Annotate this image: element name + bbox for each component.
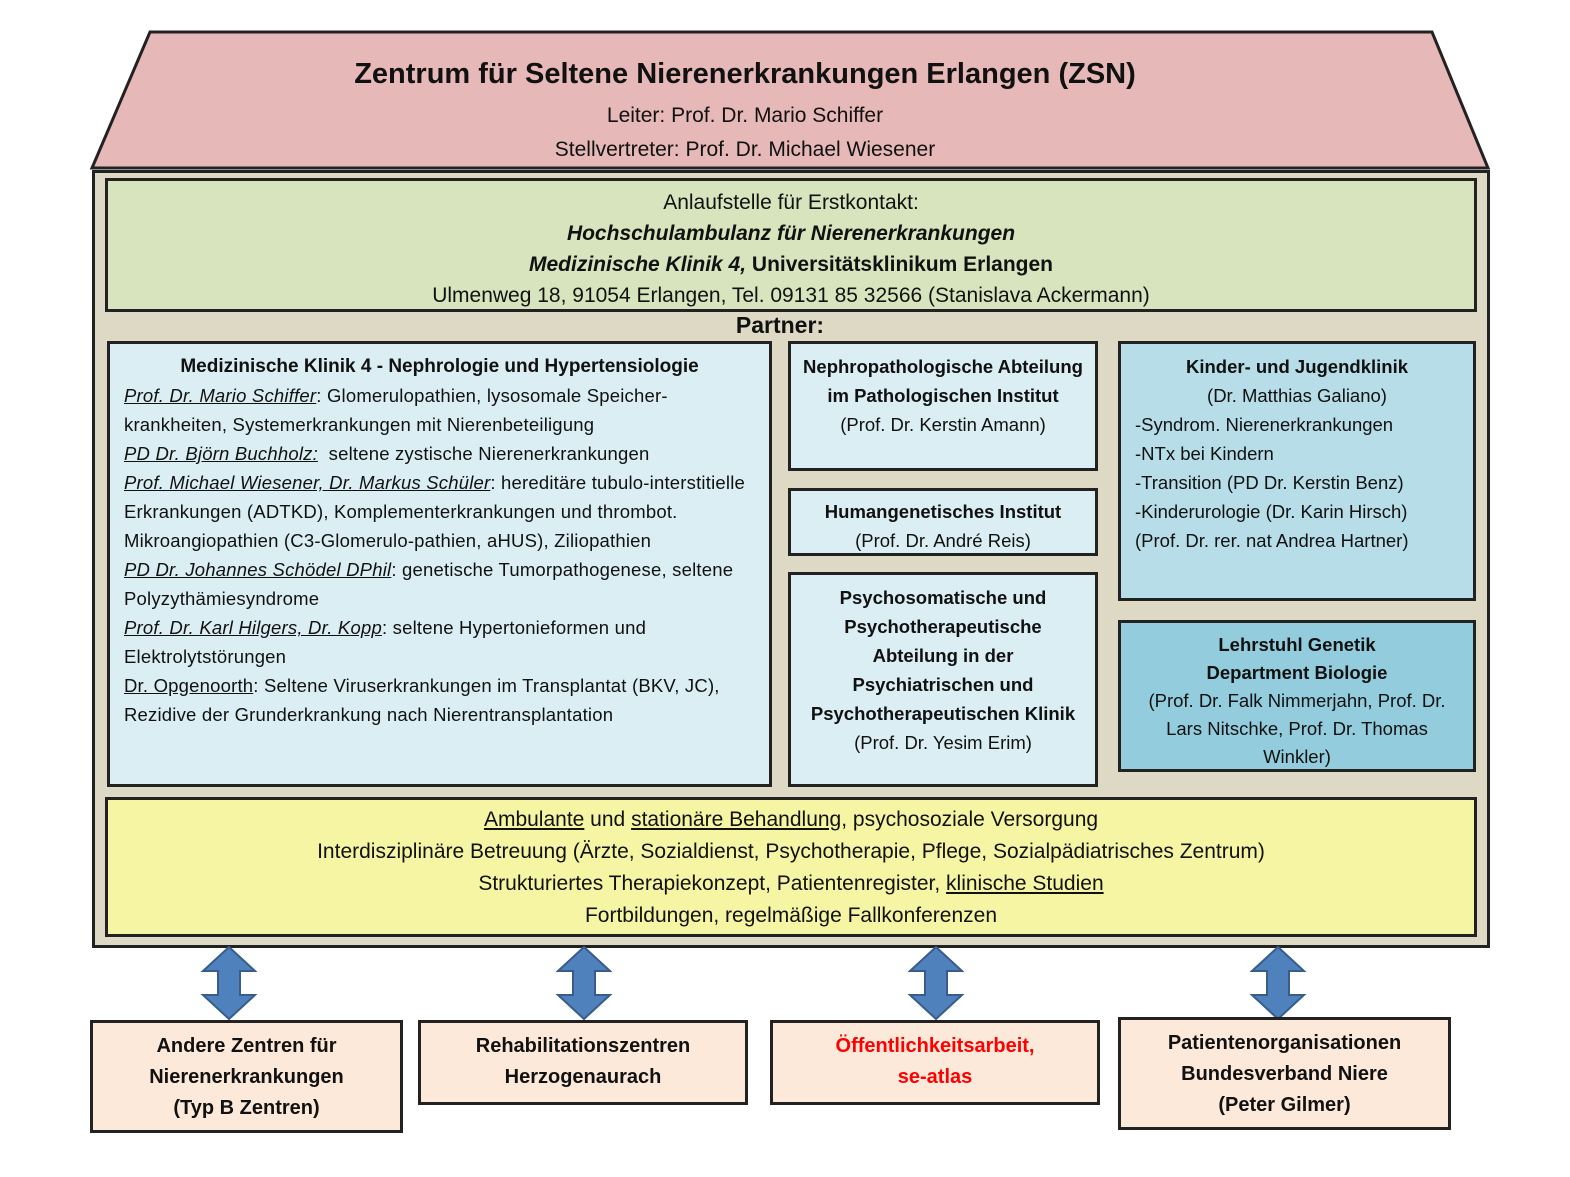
other-centers-line: Nierenerkrankungen [149, 1066, 344, 1088]
kinderklinik-item: -Kinderurologie (Dr. Karin Hirsch) [1135, 501, 1408, 522]
med-entry-6: Dr. Opgenoorth: Seltene Viruserkrankunge… [124, 675, 720, 725]
contact-ambulanz: Hochschulambulanz für Nierenerkrankungen [566, 222, 1016, 245]
contact-klinik: Medizinische Klinik 4, Universitätsklini… [108, 249, 1474, 280]
humangen-title: Humangenetisches Institut [824, 501, 1062, 522]
genetik-title-2: Department Biologie [1206, 662, 1388, 683]
patient-org-line: Bundesverband Niere [1181, 1063, 1388, 1085]
double-arrow-icon [907, 945, 965, 1021]
center-title: Zentrum für Seltene Nierenerkrankungen E… [354, 58, 1136, 90]
kinderklinik-title: Kinder- und Jugendklinik [1185, 356, 1408, 377]
rehab-line: Herzogenaurach [504, 1066, 662, 1088]
kinderklinik-item: (Prof. Dr. rer. nat Andrea Hartner) [1135, 530, 1409, 551]
care-line-3: Strukturiertes Therapiekonzept, Patiente… [478, 872, 1104, 895]
other-centers-line: Andere Zentren für [156, 1035, 337, 1057]
kinderklinik-item: -Transition (PD Dr. Kerstin Benz) [1135, 472, 1404, 493]
entry-text: genetische Tumorpathogenese, seltene Pol… [124, 559, 734, 609]
rehab-box: Rehabilitationszentren Herzogenaurach [418, 1020, 748, 1105]
contact-klinik-name: Medizinische Klinik 4, [529, 253, 747, 276]
entry-text: Seltene Viruserkrankungen im Transplanta… [124, 675, 720, 725]
genetik-persons: (Prof. Dr. Falk Nimmerjahn, Prof. Dr. La… [1148, 690, 1446, 767]
patient-org-box: Patientenorganisationen Bundesverband Ni… [1118, 1017, 1451, 1130]
care-line-4: Fortbildungen, regelmäßige Fallkonferenz… [584, 904, 998, 927]
contact-box: Anlaufstelle für Erstkontakt: Hochschula… [105, 178, 1477, 312]
psycho-title: Psychosomatische und Psychotherapeutisch… [810, 587, 1076, 724]
public-relations-line: se-atlas [897, 1066, 973, 1088]
care-box: Ambulante und stationäre Behandlung, psy… [105, 797, 1477, 937]
other-centers-line: (Typ B Zentren) [173, 1097, 320, 1119]
contact-address: Ulmenweg 18, 91054 Erlangen, Tel. 09131 … [432, 284, 1150, 307]
care-line-2: Interdisziplinäre Betreuung (Ärzte, Sozi… [317, 840, 1265, 863]
entry-name: Dr. Opgenoorth [124, 675, 254, 696]
med-klinik-box: Medizinische Klinik 4 - Nephrologie und … [107, 341, 772, 787]
entry-name: Prof. Dr. Karl Hilgers, Dr. Kopp [124, 617, 382, 638]
entry-text: seltene zystische Nierenerkrankungen [328, 443, 650, 464]
med-entry-3: Prof. Michael Wiesener, Dr. Markus Schül… [124, 472, 745, 551]
humangen-person: (Prof. Dr. André Reis) [855, 530, 1031, 551]
public-relations-box: Öffentlichkeitsarbeit, se-atlas [770, 1020, 1100, 1105]
nephropath-box: Nephropathologische Abteilung im Patholo… [788, 341, 1098, 471]
entry-text: Glomerulopathien, lysosomale Speicher-kr… [124, 385, 668, 435]
med-entry-5: Prof. Dr. Karl Hilgers, Dr. Kopp: selten… [124, 617, 647, 667]
entry-name: PD Dr. Björn Buchholz: [124, 443, 318, 464]
double-arrow-icon [1249, 945, 1307, 1021]
med-entry-2: PD Dr. Björn Buchholz: seltene zystische… [124, 439, 755, 468]
med-entry-4: PD Dr. Johannes Schödel DPhil: genetisch… [124, 559, 734, 609]
double-arrow-icon [200, 945, 258, 1021]
contact-heading: Anlaufstelle für Erstkontakt: [663, 191, 919, 214]
med-klinik-title: Medizinische Klinik 4 - Nephrologie und … [180, 356, 699, 377]
psycho-box: Psychosomatische und Psychotherapeutisch… [788, 572, 1098, 787]
genetik-title-1: Lehrstuhl Genetik [1218, 634, 1376, 655]
entry-text: seltene Hypertonieformen und Elektrolyts… [124, 617, 647, 667]
kinderklinik-item: -NTx bei Kindern [1135, 443, 1274, 464]
entry-text: hereditäre tubulo-interstitielle Erkrank… [124, 472, 745, 551]
entry-name: PD Dr. Johannes Schödel DPhil [124, 559, 392, 580]
other-centers-box: Andere Zentren für Nierenerkrankungen (T… [90, 1020, 403, 1133]
med-entry-1: Prof. Dr. Mario Schiffer: Glomerulopathi… [124, 385, 668, 435]
kinderklinik-box: Kinder- und Jugendklinik (Dr. Matthias G… [1118, 341, 1476, 601]
entry-name: Prof. Michael Wiesener, Dr. Markus Schül… [124, 472, 491, 493]
center-leader: Leiter: Prof. Dr. Mario Schiffer [606, 104, 884, 127]
patient-org-line: (Peter Gilmer) [1218, 1094, 1351, 1116]
psycho-person: (Prof. Dr. Yesim Erim) [854, 732, 1032, 753]
nephropath-title: Nephropathologische Abteilung im Patholo… [803, 356, 1083, 406]
genetik-box: Lehrstuhl Genetik Department Biologie (P… [1118, 620, 1476, 772]
partner-heading: Partner: [735, 312, 825, 338]
care-line-1: Ambulante und stationäre Behandlung, psy… [483, 808, 1099, 831]
kinderklinik-person: (Dr. Matthias Galiano) [1207, 385, 1387, 406]
roof-shape [89, 30, 1491, 170]
nephropath-person: (Prof. Dr. Kerstin Amann) [840, 414, 1046, 435]
center-deputy: Stellvertreter: Prof. Dr. Michael Wiesen… [554, 138, 936, 161]
contact-university: Universitätsklinikum Erlangen [746, 253, 1053, 276]
entry-name: Prof. Dr. Mario Schiffer [124, 385, 317, 406]
kinderklinik-item: -Syndrom. Nierenerkrankungen [1135, 414, 1394, 435]
patient-org-line: Patientenorganisationen [1167, 1032, 1402, 1054]
public-relations-line: Öffentlichkeitsarbeit, [835, 1035, 1035, 1057]
humangen-box: Humangenetisches Institut (Prof. Dr. And… [788, 488, 1098, 556]
double-arrow-icon [555, 945, 613, 1021]
rehab-line: Rehabilitationszentren [475, 1035, 691, 1057]
